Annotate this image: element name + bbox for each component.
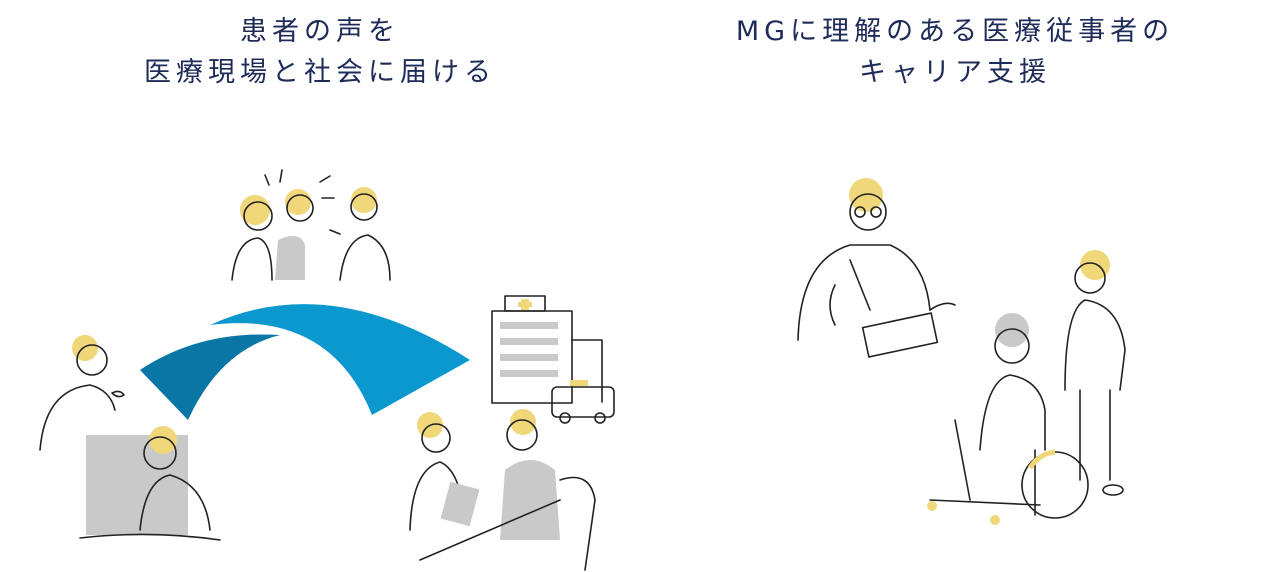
title-line: 医療現場と社会に届ける (144, 57, 496, 88)
people-group-icon (231, 169, 391, 281)
doctor-figure-icon (797, 178, 956, 358)
nurse-figure-icon (1064, 250, 1126, 496)
arc-dark (140, 334, 280, 420)
title-line: MGに理解のある医療従事者の (735, 16, 1175, 47)
section-title-patient-voice: 患者の声を 医療現場と社会に届ける (60, 11, 580, 93)
wheelchair-patient-icon (927, 313, 1089, 525)
title-line: 患者の声を (240, 16, 400, 47)
hospital-icon (491, 295, 603, 404)
doctor-patient-icon (409, 409, 596, 571)
arc-light (210, 304, 470, 415)
patient-voice-illustration (39, 169, 615, 571)
section-title-career-support: MGに理解のある医療従事者の キャリア支援 (660, 11, 1250, 93)
patient-figure-icon (39, 335, 221, 541)
title-line: キャリア支援 (859, 57, 1051, 88)
ambulance-icon (551, 380, 615, 424)
career-support-illustration (797, 178, 1126, 525)
